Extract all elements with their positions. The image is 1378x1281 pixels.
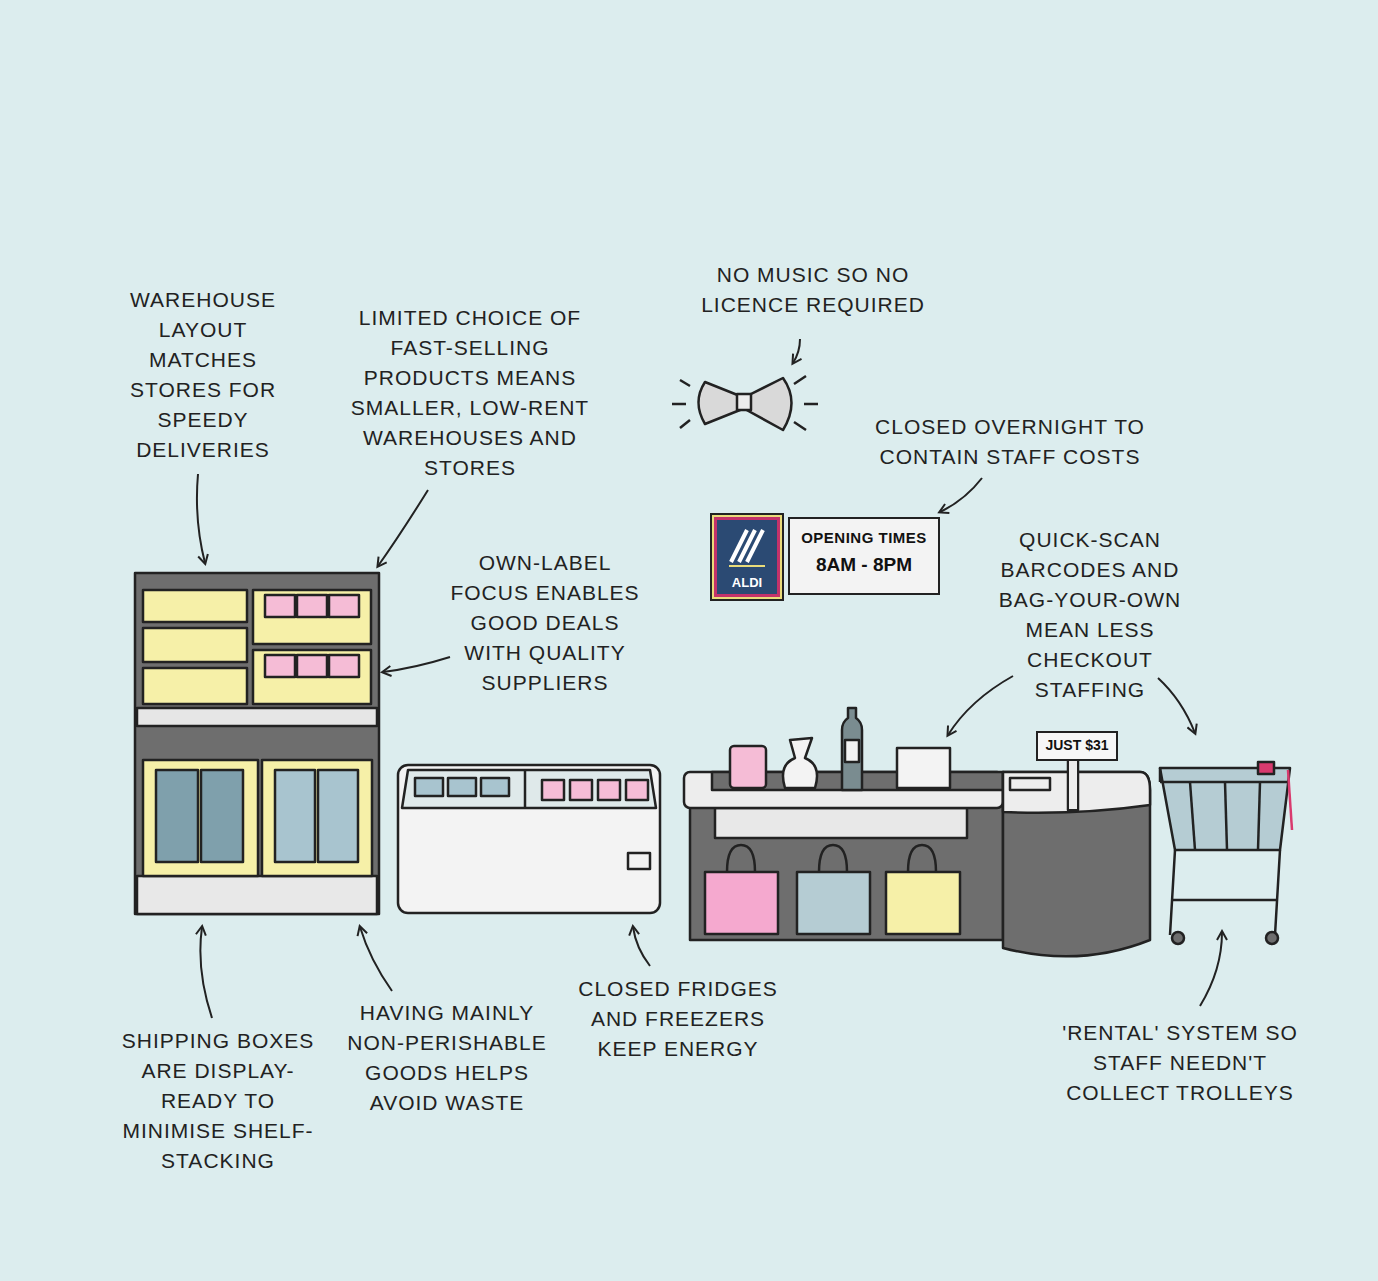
callout-label: CLOSED FRIDGES AND FREEZERS KEEP ENERGY bbox=[566, 974, 791, 1064]
shopping-bags bbox=[705, 845, 960, 934]
products-on-counter bbox=[730, 708, 950, 790]
sign-text: 8AM - 8PM bbox=[800, 554, 928, 576]
callout-label: QUICK-SCAN BARCODES AND BAG-YOUR-OWN MEA… bbox=[988, 525, 1193, 705]
leader-lines bbox=[197, 339, 1222, 1018]
opening-times-sign: OPENING TIMES 8AM - 8PM bbox=[788, 517, 940, 595]
callout-label: WAREHOUSE LAYOUT MATCHES STORES FOR SPEE… bbox=[116, 285, 291, 465]
trolley bbox=[1160, 762, 1292, 944]
freezer bbox=[398, 765, 660, 913]
sign-post bbox=[1068, 760, 1078, 810]
logo-stripes bbox=[717, 522, 775, 572]
shelf-unit bbox=[135, 573, 379, 914]
callout-label: HAVING MAINLY NON-PERISHABLE GOODS HELPS… bbox=[335, 998, 560, 1118]
callout-label: SHIPPING BOXES ARE DISPLAY-READY TO MINI… bbox=[111, 1026, 326, 1176]
callout-label: NO MUSIC SO NO LICENCE REQUIRED bbox=[691, 260, 936, 320]
callout-label: 'RENTAL' SYSTEM SO STAFF NEEDN'T COLLECT… bbox=[1055, 1018, 1305, 1108]
callout-label: LIMITED CHOICE OF FAST-SELLING PRODUCTS … bbox=[339, 303, 601, 483]
callout-label: OWN-LABEL FOCUS ENABLES GOOD DEALS WITH … bbox=[439, 548, 651, 698]
checkout-counter bbox=[684, 760, 1150, 956]
sign-heading: ALDI bbox=[717, 575, 777, 590]
sign-heading: OPENING TIMES bbox=[800, 529, 928, 546]
megaphone-icon bbox=[672, 376, 818, 430]
price-sign: JUST $31 bbox=[1036, 731, 1118, 761]
callout-label: CLOSED OVERNIGHT TO CONTAIN STAFF COSTS bbox=[845, 412, 1175, 472]
sign-heading: JUST $31 bbox=[1044, 737, 1110, 753]
store-logo: ALDI bbox=[714, 517, 780, 597]
